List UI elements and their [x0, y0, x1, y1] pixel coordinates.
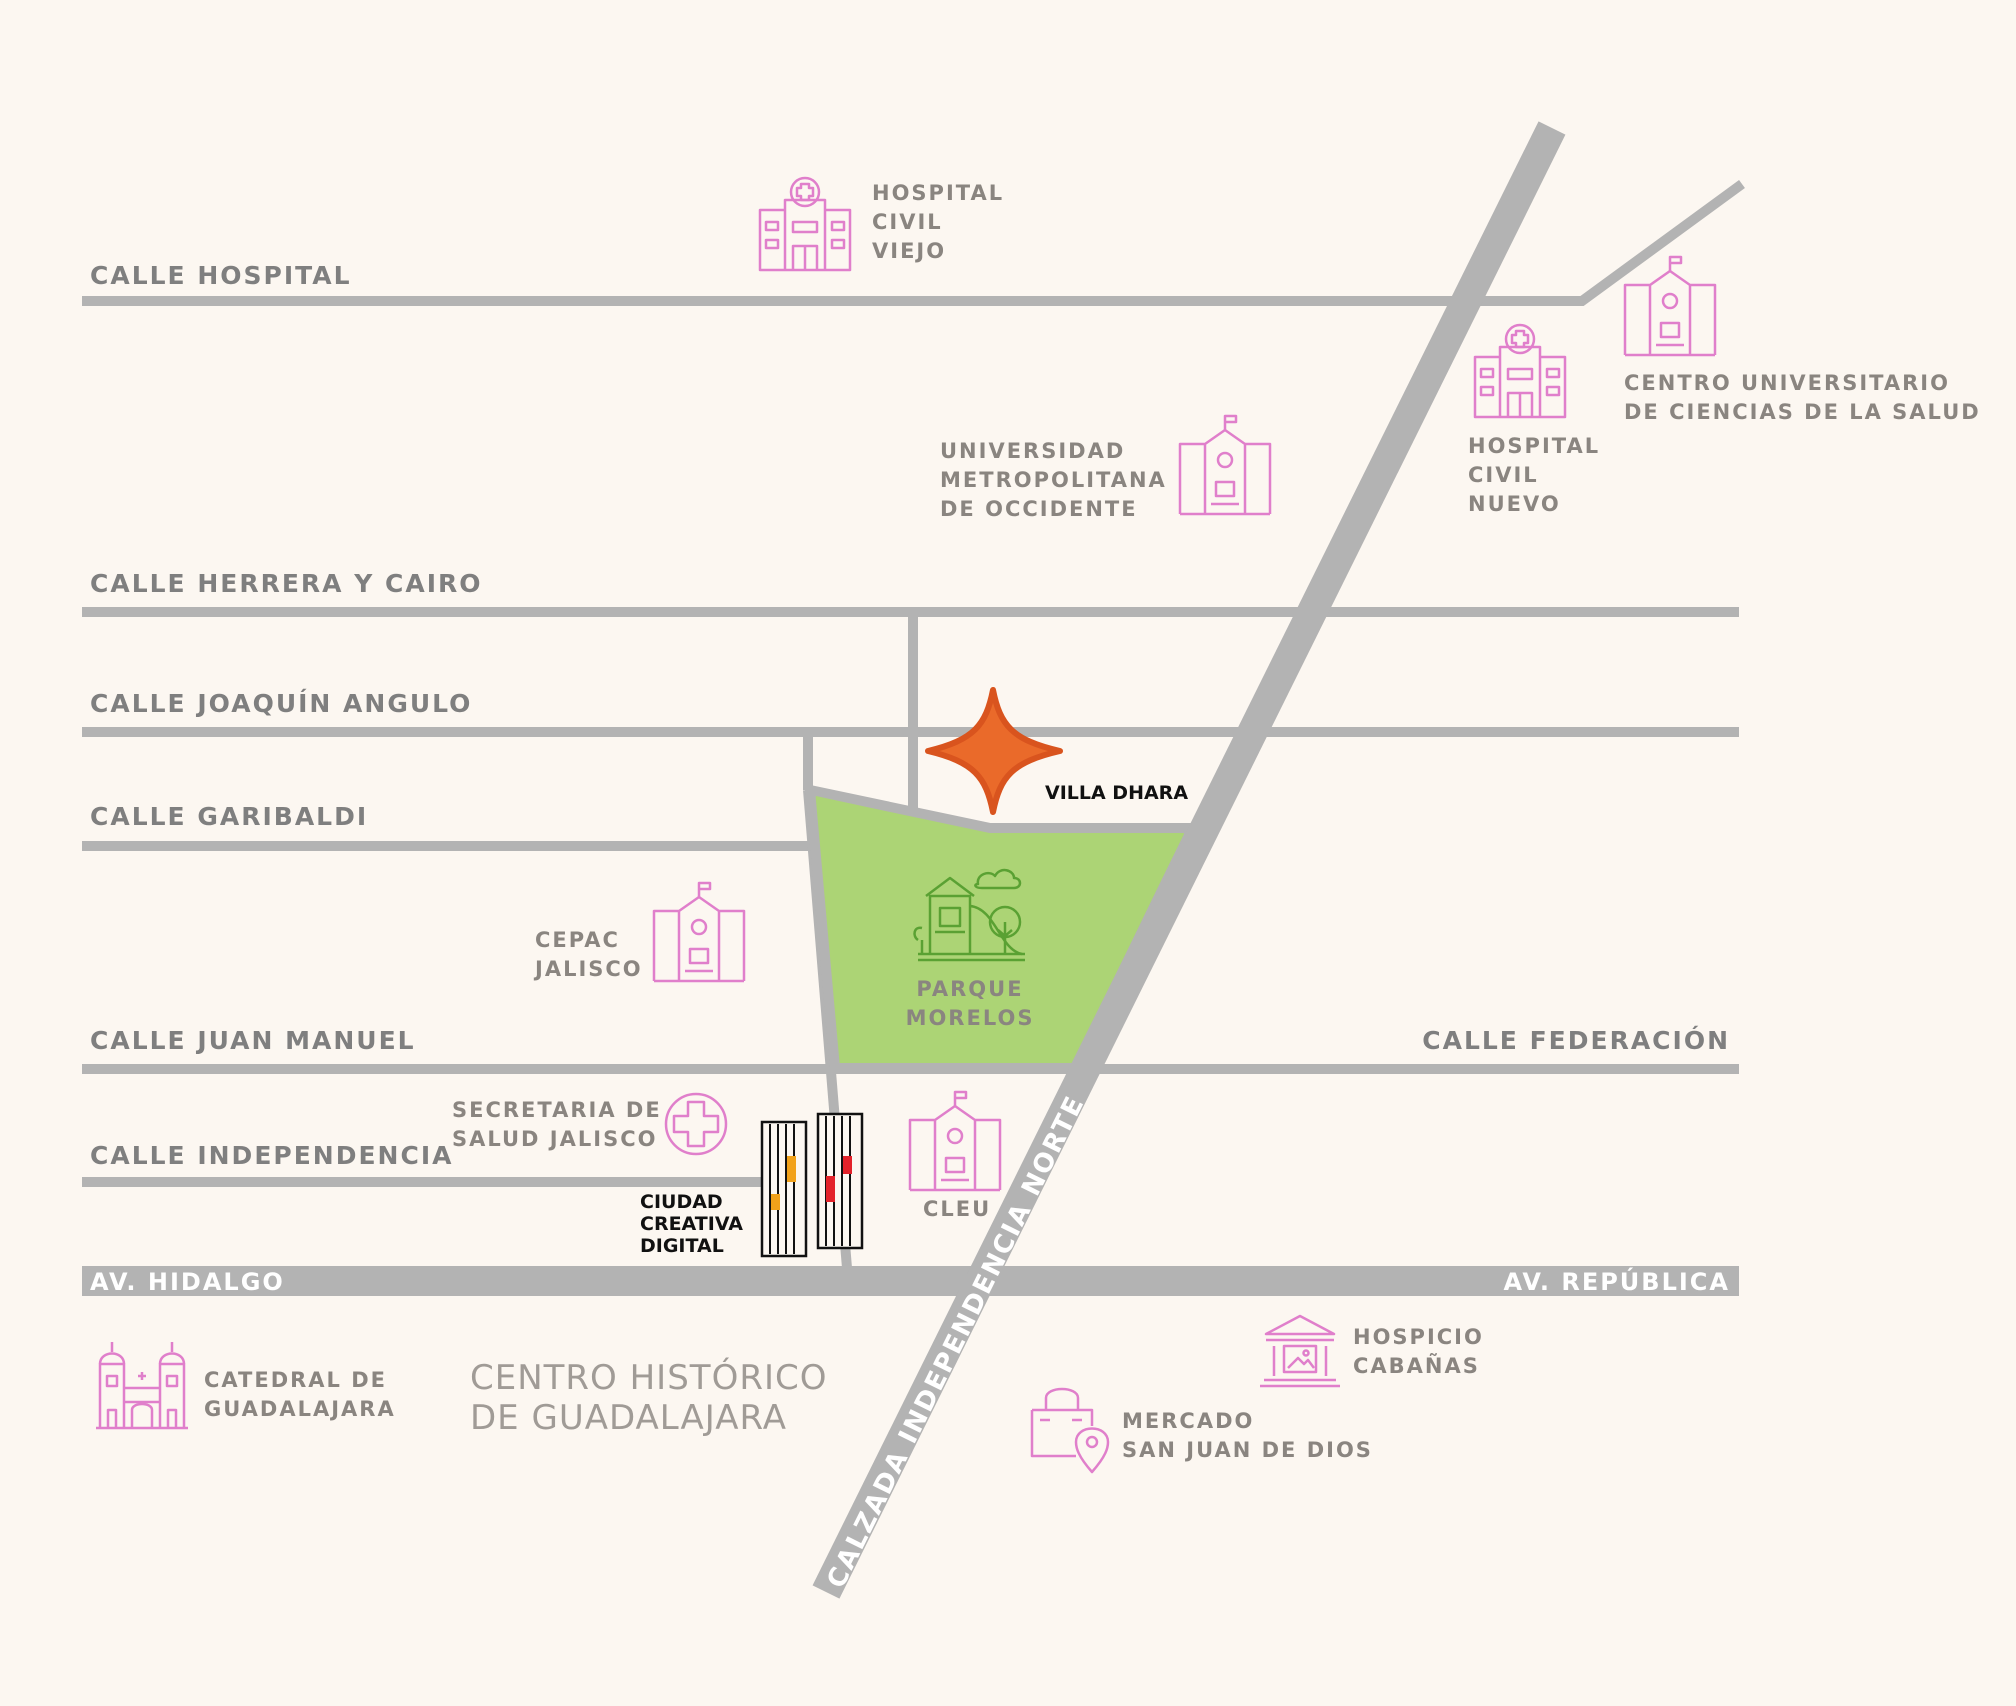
- street-label-av-hidalgo: AV. HIDALGO: [90, 1268, 285, 1296]
- district-label-2: DE GUADALAJARA: [470, 1398, 787, 1438]
- ciudad-creativa-label-3: DIGITAL: [640, 1235, 724, 1257]
- umo-label-3: DE OCCIDENTE: [940, 497, 1138, 521]
- school-icon: [1178, 414, 1272, 516]
- street-label-calle-hospital: CALLE HOSPITAL: [90, 261, 352, 290]
- hospital-civil-nuevo: HOSPITAL CIVIL NUEVO: [1468, 323, 1600, 516]
- hospital-civil-viejo-label-2: CIVIL: [872, 210, 943, 234]
- catedral-label-2: GUADALAJARA: [204, 1397, 396, 1421]
- medical-cross-icon: [664, 1092, 728, 1156]
- hospital-civil-nuevo-label-1: HOSPITAL: [1468, 434, 1600, 458]
- cleu-label: CLEU: [923, 1197, 991, 1221]
- catedral-label-1: CATEDRAL DE: [204, 1368, 387, 1392]
- parque-morelos-label-1: PARQUE: [916, 977, 1023, 1001]
- villa-dhara: VILLA DHARA: [925, 687, 1188, 815]
- parque-morelos-area: [805, 785, 1197, 1073]
- cepac-label-2: JALISCO: [533, 957, 643, 981]
- calle-hospital-road: [82, 179, 1745, 306]
- hospital-civil-viejo-label-3: VIEJO: [872, 239, 946, 263]
- hospital-civil-nuevo-label-3: NUEVO: [1468, 492, 1561, 516]
- ciudad-creativa-label-1: CIUDAD: [640, 1191, 723, 1213]
- hospital-civil-viejo: HOSPITAL CIVIL VIEJO: [758, 176, 1004, 272]
- secretaria-label-2: SALUD JALISCO: [452, 1127, 657, 1151]
- hospital-civil-nuevo-label-2: CIVIL: [1468, 463, 1539, 487]
- street-label-av-republica: AV. REPÚBLICA: [1503, 1266, 1730, 1296]
- hospicio-label-2: CABAÑAS: [1353, 1353, 1480, 1378]
- umo-label-2: METROPOLITANA: [940, 468, 1167, 492]
- centro-historico: CENTRO HISTÓRICO DE GUADALAJARA: [470, 1357, 827, 1438]
- hospital-civil-viejo-label-1: HOSPITAL: [872, 181, 1004, 205]
- street-label-calle-juan-manuel: CALLE JUAN MANUEL: [90, 1026, 416, 1055]
- district-label-1: CENTRO HISTÓRICO: [470, 1357, 827, 1398]
- location-star-icon: [925, 687, 1063, 815]
- parque-morelos: PARQUE MORELOS: [906, 868, 1035, 1030]
- calzada-road: [812, 121, 1566, 1599]
- cepac-label-1: CEPAC: [535, 928, 620, 952]
- villa-dhara-label: VILLA DHARA: [1045, 782, 1188, 804]
- cleu: CLEU: [908, 1090, 1002, 1221]
- street-label-calle-herrera: CALLE HERRERA Y CAIRO: [90, 569, 483, 598]
- centro-universitario: CENTRO UNIVERSITARIO DE CIENCIAS DE LA S…: [1623, 255, 1981, 424]
- street-label-calle-joaquin: CALLE JOAQUÍN ANGULO: [90, 689, 472, 718]
- hospicio-cabanas: HOSPICIO CABAÑAS: [1260, 1314, 1484, 1388]
- mercado-label-1: MERCADO: [1122, 1409, 1254, 1433]
- secretaria-salud: SECRETARIA DE SALUD JALISCO: [452, 1092, 728, 1156]
- school-icon: [652, 881, 746, 983]
- cucs-label-2: DE CIENCIAS DE LA SALUD: [1624, 400, 1981, 424]
- secretaria-label-1: SECRETARIA DE: [452, 1098, 662, 1122]
- museum-icon: [1260, 1314, 1340, 1388]
- catedral-guadalajara: CATEDRAL DE GUADALAJARA: [96, 1342, 396, 1430]
- parque-morelos-label-2: MORELOS: [906, 1006, 1035, 1030]
- street-label-calle-federacion: CALLE FEDERACIÓN: [1422, 1025, 1730, 1055]
- school-icon: [908, 1090, 1002, 1192]
- hospital-icon: [1473, 323, 1567, 419]
- mercado-san-juan: MERCADO SAN JUAN DE DIOS: [1030, 1387, 1373, 1474]
- street-lines: [82, 179, 1745, 1296]
- ciudad-creativa-digital: CIUDAD CREATIVA DIGITAL: [640, 1112, 864, 1258]
- street-label-calle-garibaldi: CALLE GARIBALDI: [90, 802, 368, 831]
- shopping-bag-pin-icon: [1030, 1387, 1110, 1474]
- buildings-icon: [760, 1112, 864, 1258]
- cepac-jalisco: CEPAC JALISCO: [533, 881, 746, 983]
- hospital-icon: [758, 176, 852, 272]
- ciudad-creativa-label-2: CREATIVA: [640, 1213, 743, 1235]
- hospicio-label-1: HOSPICIO: [1353, 1325, 1484, 1349]
- umo-label-1: UNIVERSIDAD: [940, 439, 1125, 463]
- cucs-label-1: CENTRO UNIVERSITARIO: [1624, 371, 1950, 395]
- cathedral-icon: [96, 1342, 188, 1430]
- universidad-metropolitana: UNIVERSIDAD METROPOLITANA DE OCCIDENTE: [940, 414, 1272, 521]
- mercado-label-2: SAN JUAN DE DIOS: [1122, 1438, 1373, 1462]
- street-label-calle-independencia: CALLE INDEPENDENCIA: [90, 1141, 453, 1170]
- school-icon: [1623, 255, 1717, 357]
- playground-icon: [913, 868, 1025, 962]
